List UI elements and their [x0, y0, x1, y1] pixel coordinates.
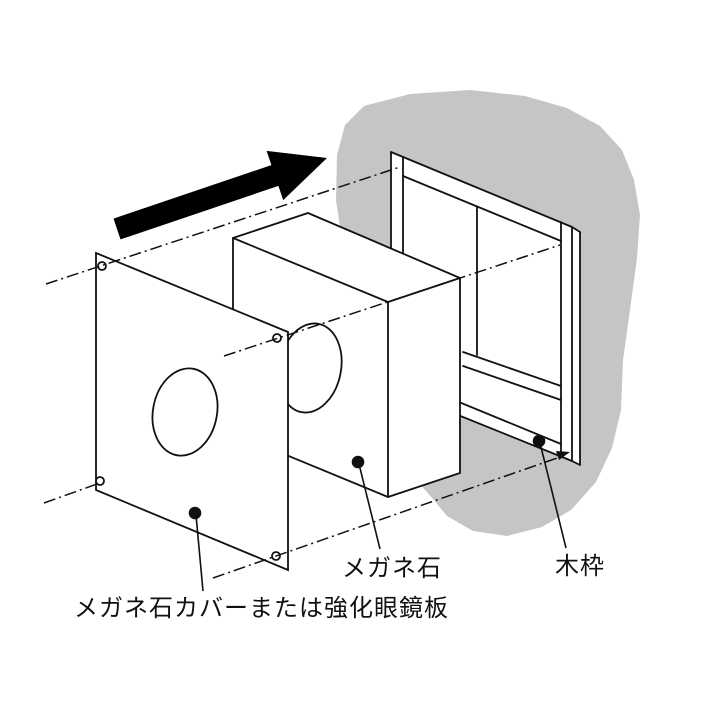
- center-line-bottom-left: [43, 483, 98, 504]
- center-line-arrow-tip: [556, 451, 570, 460]
- label-thimble-stone: メガネ石: [342, 554, 442, 582]
- screw-hole-top-right: [272, 333, 282, 343]
- leader-line-stone: [358, 463, 381, 550]
- leader-line-frame: [539, 442, 567, 549]
- leader-dot-frame: [532, 434, 546, 448]
- cover-plate-hole: [151, 367, 219, 457]
- leader-dot-stone: [351, 455, 365, 469]
- leader-line-cover: [195, 514, 204, 592]
- screw-hole-bottom-right: [271, 551, 281, 561]
- label-wood-frame: 木枠: [555, 552, 605, 580]
- insertion-arrow-icon: [113, 150, 327, 240]
- thimble-stone-body: [233, 213, 460, 497]
- leader-lines: [188, 434, 567, 592]
- label-cover-plate: メガネ石カバーまたは強化眼鏡板: [74, 594, 449, 622]
- center-line-bottom-right: [212, 455, 564, 579]
- cover-plate-body: [96, 253, 288, 570]
- cover-plate: [95, 251, 289, 572]
- alignment-center-lines: [43, 166, 564, 579]
- center-line-top-right: [223, 244, 561, 357]
- screw-hole-top-left: [97, 261, 107, 271]
- leader-dot-cover: [188, 506, 202, 520]
- screw-hole-bottom-left: [95, 476, 105, 486]
- center-line-top-left: [45, 166, 401, 285]
